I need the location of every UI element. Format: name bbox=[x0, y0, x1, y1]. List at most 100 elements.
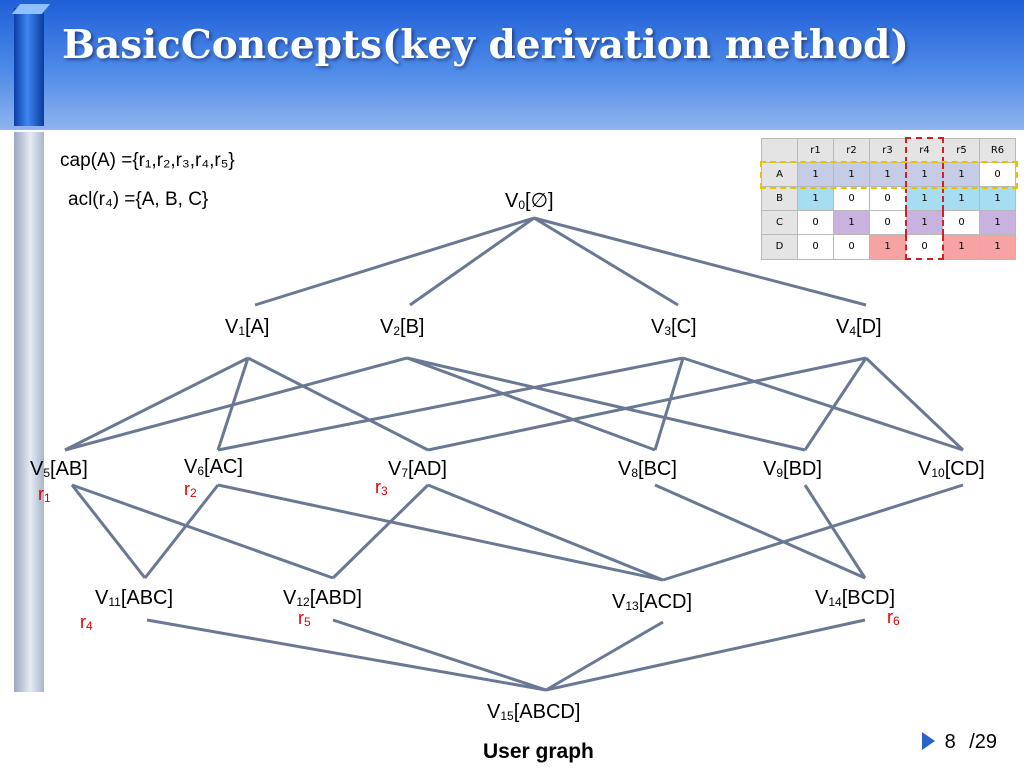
role-label-r2: r2 bbox=[184, 479, 197, 500]
page-indicator: 8 /29 bbox=[922, 731, 997, 754]
edge-v1-v5 bbox=[64, 356, 249, 452]
edge-v4-v9 bbox=[803, 357, 868, 451]
matrix-col-r6: R6 bbox=[979, 137, 1016, 163]
node-v5: V5[AB] bbox=[30, 458, 88, 480]
edge-v5-v11 bbox=[70, 484, 147, 579]
edge-v7-v13 bbox=[427, 483, 664, 582]
edge-v8-v14 bbox=[654, 483, 866, 580]
matrix-cell: 0 bbox=[869, 210, 907, 235]
matrix-corner bbox=[761, 137, 798, 163]
node-v1: V1[A] bbox=[225, 316, 270, 338]
edge-v6-v11 bbox=[143, 484, 220, 579]
page-current: 8 bbox=[944, 731, 956, 753]
matrix-col-r1: r1 bbox=[797, 137, 834, 163]
edge-v2-v9 bbox=[406, 356, 806, 452]
edge-v3-v8 bbox=[653, 357, 685, 451]
node-v0: V0[∅] bbox=[505, 190, 554, 212]
edge-v14-v15 bbox=[545, 618, 866, 692]
matrix-cell: 1 bbox=[905, 162, 944, 187]
node-v10: V10[CD] bbox=[918, 458, 985, 480]
node-v12: V12[ABD] bbox=[283, 587, 362, 609]
node-v13: V13[ACD] bbox=[612, 591, 693, 613]
role-label-r6: r6 bbox=[887, 607, 900, 628]
matrix-row-header: D bbox=[761, 234, 798, 260]
matrix-cell: 1 bbox=[869, 234, 907, 260]
matrix-cell: 1 bbox=[942, 162, 980, 187]
matrix-cell: 0 bbox=[869, 186, 907, 211]
matrix-col-r5: r5 bbox=[942, 137, 980, 163]
cap-definition: cap(A) ={r₁,r₂,r₃,r₄,r₅} bbox=[60, 150, 235, 171]
node-v14: V14[BCD] bbox=[815, 587, 896, 609]
matrix-cell: 1 bbox=[979, 210, 1016, 235]
matrix-cell: 0 bbox=[833, 234, 870, 260]
header-decoration-bar bbox=[14, 8, 44, 126]
acl-definition: acl(r₄) ={A, B, C} bbox=[68, 189, 209, 210]
side-decoration-bar bbox=[14, 132, 44, 692]
edge-v7-v12 bbox=[331, 483, 430, 580]
edge-v10-v13 bbox=[662, 483, 964, 582]
edge-v0-v4 bbox=[533, 216, 867, 307]
node-v6: V6[AC] bbox=[184, 456, 243, 478]
matrix-cell: 1 bbox=[942, 234, 980, 260]
edge-v5-v12 bbox=[71, 483, 334, 580]
matrix-cell: 0 bbox=[797, 210, 834, 235]
matrix-cell: 1 bbox=[869, 162, 907, 187]
edge-v6-v13 bbox=[217, 483, 664, 582]
edge-v11-v15 bbox=[146, 618, 547, 692]
node-v8: V8[BC] bbox=[618, 458, 677, 480]
matrix-cell: 0 bbox=[833, 186, 870, 211]
matrix-col-r3: r3 bbox=[869, 137, 907, 163]
matrix-cell: 1 bbox=[797, 162, 834, 187]
matrix-row-header: A bbox=[761, 162, 798, 187]
matrix-cell: 1 bbox=[905, 186, 944, 211]
slide-title: BasicConcepts(key derivation method) bbox=[62, 22, 909, 68]
slide-header: BasicConcepts(key derivation method) bbox=[0, 0, 1024, 130]
edge-v1-v7 bbox=[247, 356, 429, 452]
role-label-r4: r4 bbox=[80, 612, 93, 633]
node-v2: V2[B] bbox=[380, 316, 425, 338]
next-slide-arrow-icon[interactable] bbox=[922, 732, 935, 750]
edge-v3-v6 bbox=[217, 356, 684, 452]
matrix-cell: 1 bbox=[833, 210, 870, 235]
role-label-r1: r1 bbox=[38, 484, 51, 505]
matrix-cell: 1 bbox=[905, 210, 944, 235]
edge-v0-v3 bbox=[533, 216, 679, 307]
matrix-cell: 1 bbox=[979, 234, 1016, 260]
node-v7: V7[AD] bbox=[388, 458, 447, 480]
edge-v0-v2 bbox=[409, 216, 535, 307]
role-label-r3: r3 bbox=[375, 477, 388, 498]
edge-v13-v15 bbox=[545, 620, 664, 692]
node-v15: V15[ABCD] bbox=[487, 701, 581, 723]
edge-v2-v8 bbox=[406, 356, 656, 452]
page-total: /29 bbox=[969, 731, 998, 753]
edge-v2-v5 bbox=[64, 356, 408, 452]
matrix-row-header: B bbox=[761, 186, 798, 211]
node-v11: V11[ABC] bbox=[95, 587, 174, 609]
edge-v4-v10 bbox=[864, 356, 965, 452]
matrix-col-r2: r2 bbox=[833, 137, 870, 163]
node-v9: V9[BD] bbox=[763, 458, 822, 480]
node-v4: V4[D] bbox=[836, 316, 882, 338]
matrix-cell: 1 bbox=[797, 186, 834, 211]
edge-v0-v1 bbox=[254, 216, 535, 307]
edge-v12-v15 bbox=[332, 618, 547, 692]
matrix-row-header: C bbox=[761, 210, 798, 235]
matrix-cell: 0 bbox=[905, 234, 944, 260]
matrix-cell: 1 bbox=[979, 186, 1016, 211]
node-v3: V3[C] bbox=[651, 316, 697, 338]
edge-v3-v10 bbox=[682, 356, 964, 452]
edge-v4-v7 bbox=[427, 356, 867, 452]
matrix-cell: 0 bbox=[797, 234, 834, 260]
edge-v9-v14 bbox=[803, 484, 867, 579]
graph-caption: User graph bbox=[483, 740, 594, 763]
matrix-cell: 1 bbox=[833, 162, 870, 187]
role-label-r5: r5 bbox=[298, 608, 311, 629]
matrix-col-r4: r4 bbox=[905, 137, 944, 163]
matrix-cell: 1 bbox=[942, 186, 980, 211]
